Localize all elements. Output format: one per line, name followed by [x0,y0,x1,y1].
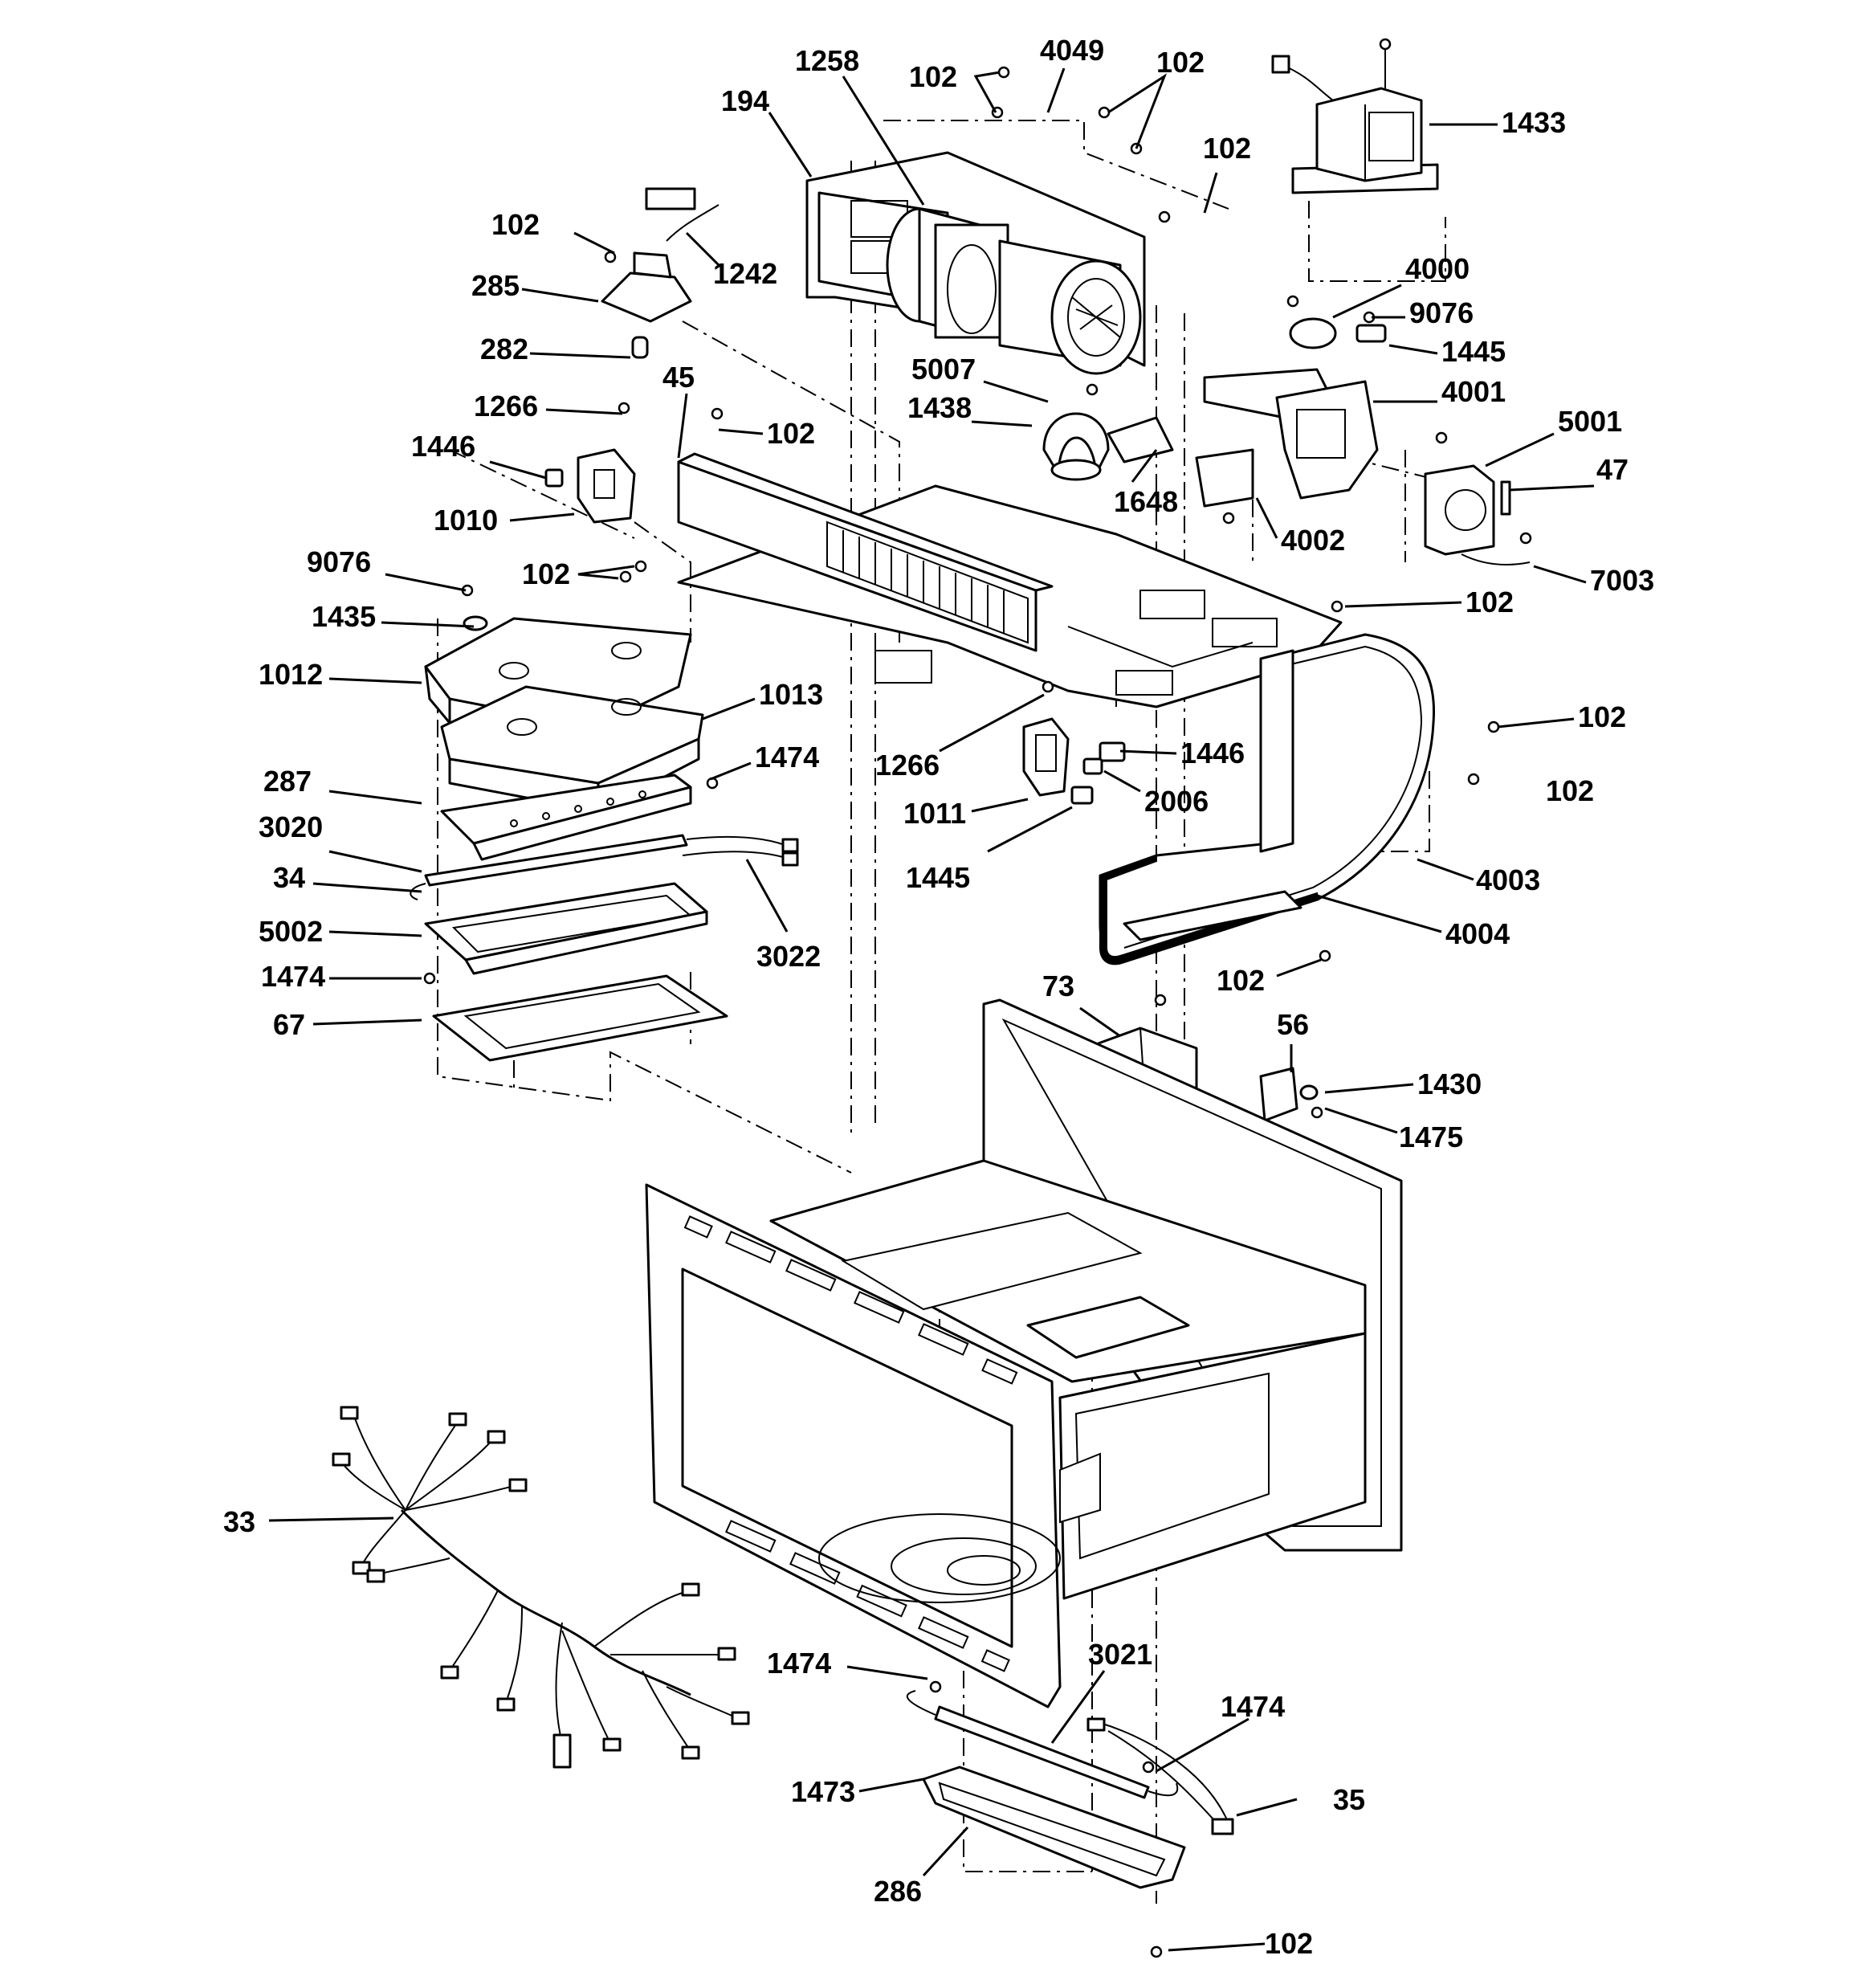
top-plate-45 [677,452,1343,708]
callout-102: 102 [491,208,540,241]
callout-1011: 1011 [903,797,966,830]
lower-heater-3021 [906,1690,1179,1799]
callout-1475: 1475 [1399,1121,1463,1153]
callout-1012: 1012 [259,658,323,691]
callout-1013: 1013 [759,678,823,711]
door-switch-1011 [1022,717,1126,805]
callout-1438: 1438 [907,391,972,424]
callout-1258: 1258 [795,44,859,77]
wire-harness-33 [332,1406,750,1769]
callout-5007: 5007 [911,353,976,386]
callout-9076: 9076 [1409,296,1474,329]
callout-102: 102 [1156,46,1205,79]
callout-1445: 1445 [1441,335,1506,368]
callout-33: 33 [223,1505,255,1538]
callout-1242: 1242 [713,257,777,290]
callout-47: 47 [1596,453,1629,486]
callout-4001: 4001 [1441,375,1506,408]
callout-9076: 9076 [307,545,371,578]
callout-1474: 1474 [261,960,325,993]
heater-cover-1013 [440,685,704,813]
callout-1648: 1648 [1114,485,1178,518]
callout-56: 56 [1277,1008,1309,1041]
callout-1010: 1010 [434,504,498,537]
callout-3020: 3020 [259,810,323,843]
callout-1474: 1474 [755,741,819,774]
fan-motor-1258 [886,207,1142,375]
callout-102: 102 [1578,700,1626,733]
lamp-tray-286 [922,1766,1186,1889]
damper-4001 [1195,317,1387,508]
leader-lines [268,67,1595,1952]
callout-7003: 7003 [1590,564,1654,597]
callout-34: 34 [273,861,305,894]
callout-4003: 4003 [1476,863,1540,896]
callout-1446: 1446 [1180,737,1245,769]
harness-35 [1086,1717,1234,1835]
callout-4002: 4002 [1281,524,1345,557]
heater-cover-1012 [424,617,692,729]
callout-2006: 2006 [1144,785,1209,818]
callout-1266: 1266 [474,390,538,423]
air-duct-4003 [1099,633,1436,965]
callout-1446: 1446 [411,430,475,463]
callout-287: 287 [263,765,312,798]
damper-motor-5001 [1424,464,1531,565]
heater-plate-67 [432,974,728,1062]
callout-285: 285 [471,269,520,302]
callout-35: 35 [1333,1783,1365,1816]
callout-labels: 194 1258 102 4049 102 1433 102 102 1242 … [223,34,1654,1960]
callout-102: 102 [909,60,957,93]
callout-5002: 5002 [259,915,323,948]
callout-194: 194 [721,84,769,117]
callout-282: 282 [480,333,528,365]
callout-102: 102 [1546,774,1594,807]
callout-1474: 1474 [1221,1690,1285,1723]
callout-5001: 5001 [1558,405,1622,438]
callout-4000: 4000 [1405,252,1470,285]
callout-1430: 1430 [1417,1067,1482,1100]
switch-1010 [544,448,636,524]
callout-102: 102 [767,417,815,450]
heater-tray-5002 [424,882,708,975]
callout-4049: 4049 [1040,34,1104,67]
callout-1445: 1445 [906,861,970,894]
callout-1435: 1435 [312,600,376,633]
heater-shield-287 [440,774,692,861]
callout-1266: 1266 [875,749,940,782]
thermal-cutout-1438 [1042,412,1174,481]
heater-element-3020 [410,834,799,900]
callout-1473: 1473 [791,1775,855,1808]
callout-102: 102 [1217,964,1265,997]
callout-286: 286 [874,1875,922,1908]
callout-102: 102 [1466,586,1514,618]
callout-102: 102 [1203,132,1251,165]
transformer-1433 [1271,48,1439,194]
callout-1433: 1433 [1502,106,1566,139]
callout-45: 45 [662,361,695,394]
oven-cavity [645,998,1403,1708]
callout-67: 67 [273,1008,305,1041]
callout-102: 102 [1265,1927,1313,1960]
callout-73: 73 [1042,970,1074,1002]
thermostat-1435 [463,615,488,631]
lamp-socket-285 [601,187,720,359]
callout-3022: 3022 [756,940,821,973]
callout-3021: 3021 [1088,1638,1152,1671]
callout-1474: 1474 [767,1647,831,1680]
bracket-56 [1259,1067,1319,1122]
callout-4004: 4004 [1445,917,1510,950]
callout-102: 102 [522,557,570,590]
